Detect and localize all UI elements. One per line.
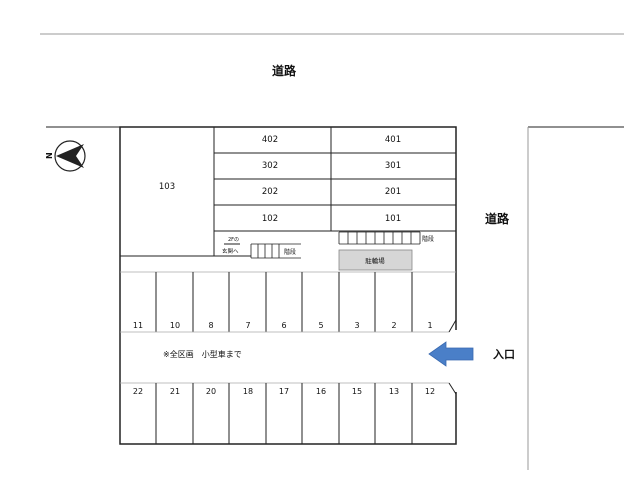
space-15: 15	[352, 387, 362, 396]
space-7: 7	[245, 321, 250, 330]
right-stairs	[338, 231, 421, 245]
space-13: 13	[389, 387, 399, 396]
space-20: 20	[206, 387, 216, 396]
unit-302: 302	[262, 161, 278, 171]
bottom-parking-numbers: 22 21 20 18 17 16 15 13 12	[133, 387, 435, 396]
unit-402: 402	[262, 135, 278, 145]
bicycle-parking-area	[338, 249, 413, 271]
unit-103: 103	[159, 182, 175, 192]
building	[120, 127, 456, 257]
space-8: 8	[208, 321, 213, 330]
property-outline	[119, 126, 457, 445]
space-11: 11	[133, 321, 143, 330]
entrance-edge-bottom	[448, 382, 457, 395]
unit-201: 201	[385, 187, 401, 197]
space-10: 10	[170, 321, 180, 330]
compass-label: N	[45, 152, 54, 159]
entrance-label: 入口	[493, 348, 515, 361]
left-stairs	[250, 243, 301, 259]
unit-301: 301	[385, 161, 401, 171]
left-stairs-label: 階段	[284, 248, 296, 256]
space-3: 3	[354, 321, 359, 330]
unit-401: 401	[385, 135, 401, 145]
space-6: 6	[281, 321, 286, 330]
space-16: 16	[316, 387, 326, 396]
top-parking-numbers: 11 10 8 7 6 5 3 2 1	[133, 321, 433, 330]
space-1: 1	[427, 321, 432, 330]
parking-note: ※全区画 小型車まで	[163, 349, 242, 359]
space-18: 18	[243, 387, 253, 396]
entrance-edge-top	[448, 319, 457, 333]
space-17: 17	[279, 387, 289, 396]
space-21: 21	[170, 387, 180, 396]
space-22: 22	[133, 387, 143, 396]
right-stairs-label: 階段	[422, 235, 434, 243]
entrance-note-line1: 2Fの	[228, 237, 239, 243]
entrance-note-line2: 玄関へ	[222, 247, 239, 255]
top-road-label: 道路	[272, 63, 297, 78]
bicycle-parking-label: 駐輪場	[365, 256, 385, 265]
right-road-label: 道路	[485, 211, 510, 226]
space-5: 5	[318, 321, 323, 330]
top-parking-dividers	[155, 272, 413, 332]
bottom-parking-dividers	[155, 383, 413, 444]
space-12: 12	[425, 387, 435, 396]
unit-101: 101	[385, 214, 401, 224]
compass-north-icon	[54, 140, 86, 172]
unit-202: 202	[262, 187, 278, 197]
entrance-arrow-icon	[428, 341, 474, 367]
unit-102: 102	[262, 214, 278, 224]
space-2: 2	[391, 321, 396, 330]
